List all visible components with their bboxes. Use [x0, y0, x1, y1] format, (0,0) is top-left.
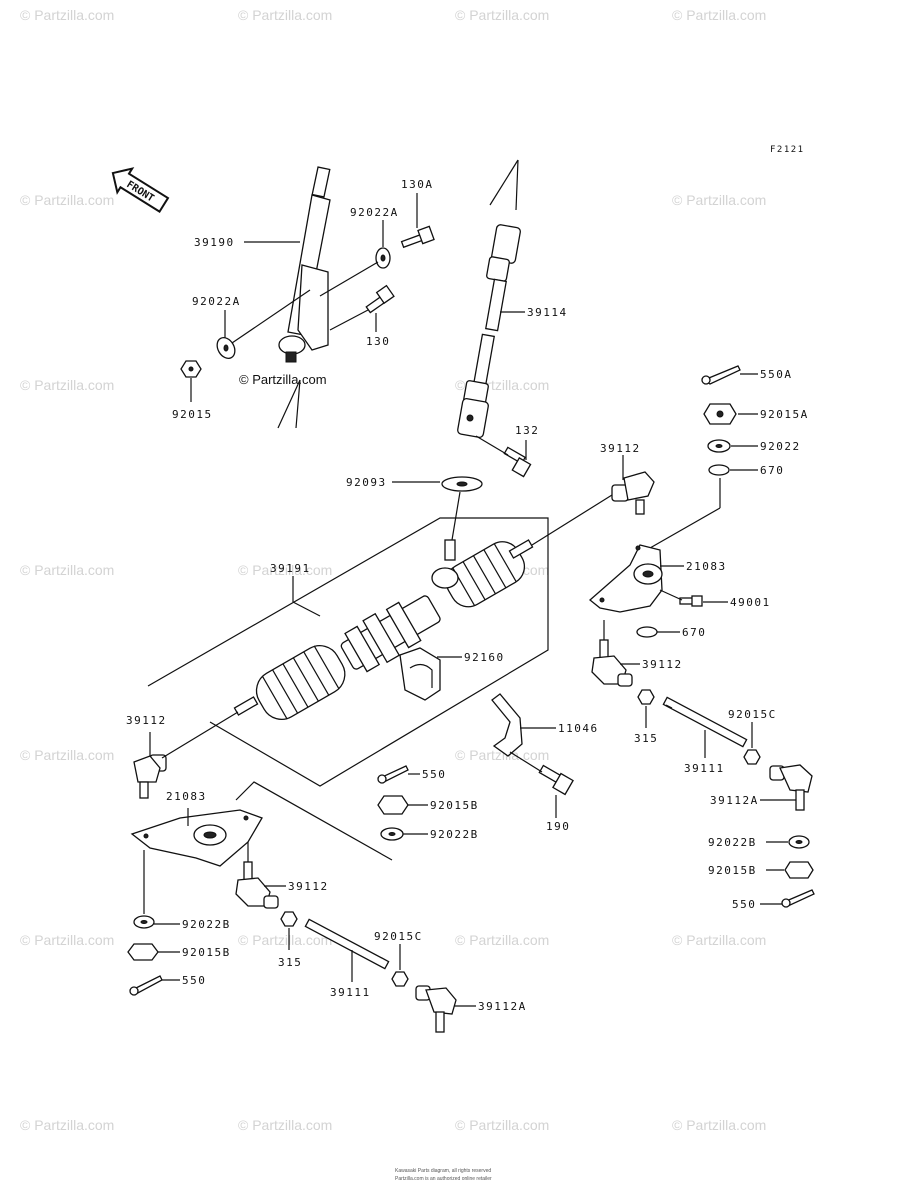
- label-11046: 11046: [558, 722, 599, 735]
- label-132: 132: [515, 424, 539, 437]
- watermark: © Partzilla.com: [238, 562, 332, 578]
- label-21083-left: 21083: [166, 790, 207, 803]
- rack-outline: [147, 517, 549, 787]
- label-92015B-left: 92015B: [182, 946, 231, 959]
- label-92015C-right: 92015C: [728, 708, 777, 721]
- clamp-11046: [491, 693, 523, 757]
- intermediate-shaft-39114: [457, 159, 521, 439]
- copyright-center: © Partzilla.com: [239, 372, 327, 387]
- label-315-left: 315: [278, 956, 302, 969]
- label-92022B-right: 92022B: [708, 836, 757, 849]
- watermark: © Partzilla.com: [238, 932, 332, 948]
- watermark: © Partzilla.com: [672, 192, 766, 208]
- diagram-code: F2121: [770, 145, 805, 155]
- label-39190: 39190: [194, 236, 235, 249]
- left-guide-line: [235, 781, 393, 861]
- bolt-130A: [400, 225, 435, 249]
- watermark: © Partzilla.com: [455, 1117, 549, 1133]
- label-550-right: 550: [732, 898, 756, 911]
- tie-rod-end-39112-right: [591, 639, 633, 687]
- o-ring-670-bottom: [636, 626, 658, 638]
- knuckle-arm-21083-right: [588, 544, 663, 613]
- label-39114: 39114: [527, 306, 568, 319]
- label-92015A: 92015A: [760, 408, 809, 421]
- label-39112-left: 39112: [126, 714, 167, 727]
- bolt-49001: [679, 595, 703, 607]
- label-39112A-left: 39112A: [478, 1000, 527, 1013]
- watermark: © Partzilla.com: [20, 1117, 114, 1133]
- label-92015B-right: 92015B: [708, 864, 757, 877]
- watermark: © Partzilla.com: [672, 1117, 766, 1133]
- label-39111-right: 39111: [684, 762, 725, 775]
- watermark: © Partzilla.com: [20, 192, 114, 208]
- tie-rod-end-39112A-left: [415, 985, 457, 1033]
- label-550-mid: 550: [422, 768, 446, 781]
- watermark-grid: © Partzilla.com © Partzilla.com © Partzi…: [20, 7, 766, 1133]
- label-130: 130: [366, 335, 390, 348]
- watermark: © Partzilla.com: [455, 7, 549, 23]
- label-21083-right: 21083: [686, 560, 727, 573]
- label-550-left: 550: [182, 974, 206, 987]
- tie-rod-end-39112-left: [133, 754, 167, 799]
- bolt-190: [538, 764, 574, 796]
- label-39111-left: 39111: [330, 986, 371, 999]
- label-670-bottom: 670: [682, 626, 706, 639]
- label-190: 190: [546, 820, 570, 833]
- watermark: © Partzilla.com: [20, 932, 114, 948]
- nut-315-right: [637, 689, 655, 705]
- watermark: © Partzilla.com: [672, 932, 766, 948]
- label-130A: 130A: [401, 178, 434, 191]
- watermark: © Partzilla.com: [20, 7, 114, 23]
- nut-92015B-mid: [377, 795, 409, 815]
- label-92160: 92160: [464, 651, 505, 664]
- label-550A: 550A: [760, 368, 793, 381]
- label-92022: 92022: [760, 440, 801, 453]
- label-39112-right: 39112: [642, 658, 683, 671]
- label-92022B-left: 92022B: [182, 918, 231, 931]
- label-92015C-left: 92015C: [374, 930, 423, 943]
- label-39112-top: 39112: [600, 442, 641, 455]
- label-39112A-right: 39112A: [710, 794, 759, 807]
- nut-92015B-right: [784, 861, 814, 879]
- tie-rod-39111-left: [304, 918, 390, 970]
- footer-line-2: Partzilla.com is an authorized online re…: [395, 1176, 492, 1182]
- label-39112-lowleft: 39112: [288, 880, 329, 893]
- watermark: © Partzilla.com: [20, 562, 114, 578]
- nut-315-left: [280, 911, 298, 927]
- tie-rod-end-39112A-right: [769, 764, 813, 811]
- label-39191: 39191: [270, 562, 311, 575]
- label-315-right: 315: [634, 732, 658, 745]
- knuckle-arm-21083-left: [130, 809, 263, 867]
- steering-shaft-39190: [278, 166, 331, 363]
- nut-92015B-left: [127, 943, 159, 961]
- watermark: © Partzilla.com: [455, 932, 549, 948]
- watermark: © Partzilla.com: [20, 377, 114, 393]
- bolt-132: [503, 446, 532, 478]
- watermark: © Partzilla.com: [20, 747, 114, 763]
- bracket-92160: [399, 647, 441, 701]
- watermark: © Partzilla.com: [672, 7, 766, 23]
- watermark: © Partzilla.com: [238, 1117, 332, 1133]
- nut-92015C-right: [743, 749, 761, 765]
- label-92015: 92015: [172, 408, 213, 421]
- footer-line-1: Kawasaki Parts diagram, all rights reser…: [395, 1168, 491, 1174]
- steering-rack-39191: [233, 539, 534, 720]
- label-92022A-left: 92022A: [192, 295, 241, 308]
- o-ring-670-top: [708, 464, 730, 476]
- label-49001: 49001: [730, 596, 771, 609]
- bolt-130: [365, 284, 395, 314]
- label-92022B-mid: 92022B: [430, 828, 479, 841]
- label-670-top: 670: [760, 464, 784, 477]
- tie-rod-end-39112-lowleft: [235, 861, 279, 909]
- tie-rod-39111-right: [662, 696, 748, 748]
- label-92015B-mid: 92015B: [430, 799, 479, 812]
- tie-rod-end-39112-top: [611, 471, 655, 515]
- watermark: © Partzilla.com: [238, 7, 332, 23]
- label-92022A-top: 92022A: [350, 206, 399, 219]
- label-92093: 92093: [346, 476, 387, 489]
- front-arrow-icon: FRONT: [111, 167, 170, 214]
- watermark: © Partzilla.com: [455, 747, 549, 763]
- nut-92015C-left: [391, 971, 409, 987]
